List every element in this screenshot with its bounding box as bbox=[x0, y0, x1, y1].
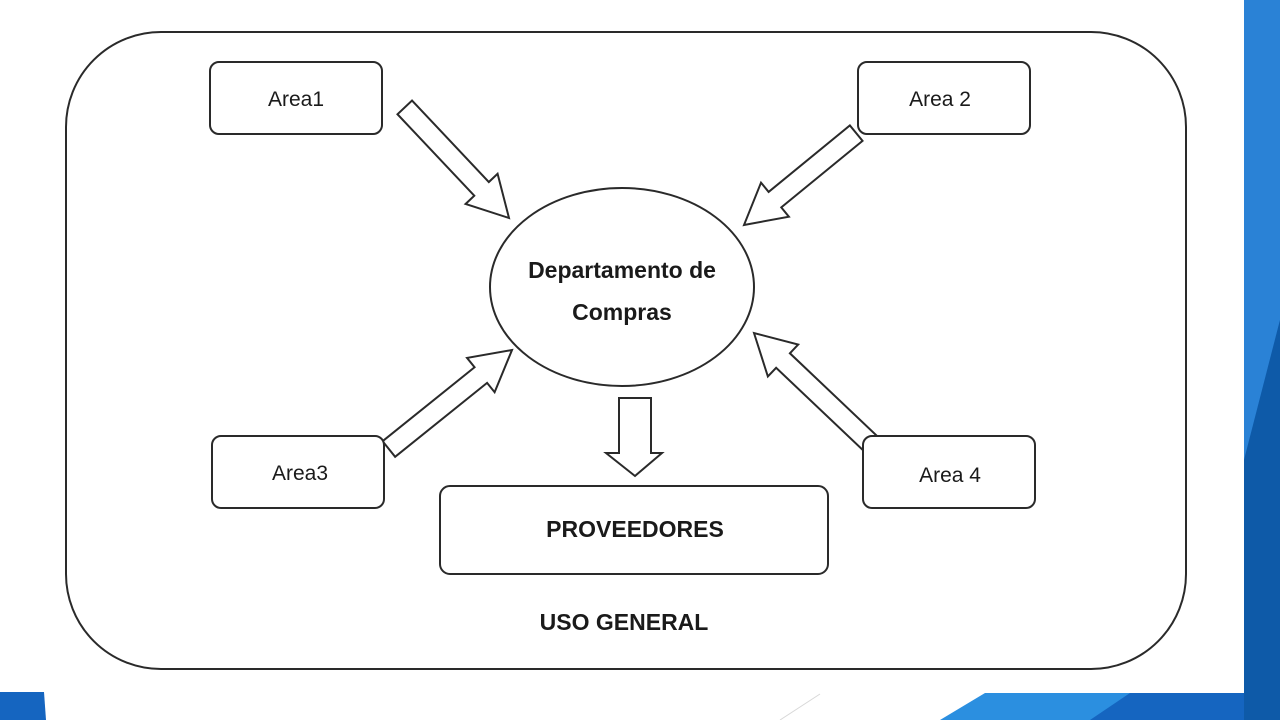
arrow-area2-to-center bbox=[742, 124, 864, 227]
container-caption: USO GENERAL bbox=[540, 609, 709, 635]
area4-label: Area 4 bbox=[919, 464, 981, 487]
right-accent-bar bbox=[1244, 0, 1280, 720]
area2-label: Area 2 bbox=[909, 88, 971, 111]
arrow-center-to-providers bbox=[603, 397, 665, 478]
area3-label: Area3 bbox=[272, 462, 328, 485]
arrow-area1-to-center bbox=[396, 99, 511, 220]
center-node-label-line2: Compras bbox=[572, 299, 672, 325]
bottom-left-accent bbox=[0, 692, 46, 720]
bottom-right-accent bbox=[779, 693, 1244, 720]
area1-box bbox=[209, 61, 383, 135]
flow-arrows bbox=[381, 99, 880, 478]
center-node-ellipse bbox=[489, 187, 755, 387]
arrow-area3-to-center bbox=[381, 348, 514, 459]
area1-label: Area1 bbox=[268, 88, 324, 111]
area4-box bbox=[862, 435, 1036, 509]
center-node-label-line1: Departamento de bbox=[528, 257, 716, 283]
area3-box bbox=[211, 435, 385, 509]
providers-box bbox=[439, 485, 829, 575]
providers-label: PROVEEDORES bbox=[546, 516, 724, 542]
area2-box bbox=[857, 61, 1031, 135]
